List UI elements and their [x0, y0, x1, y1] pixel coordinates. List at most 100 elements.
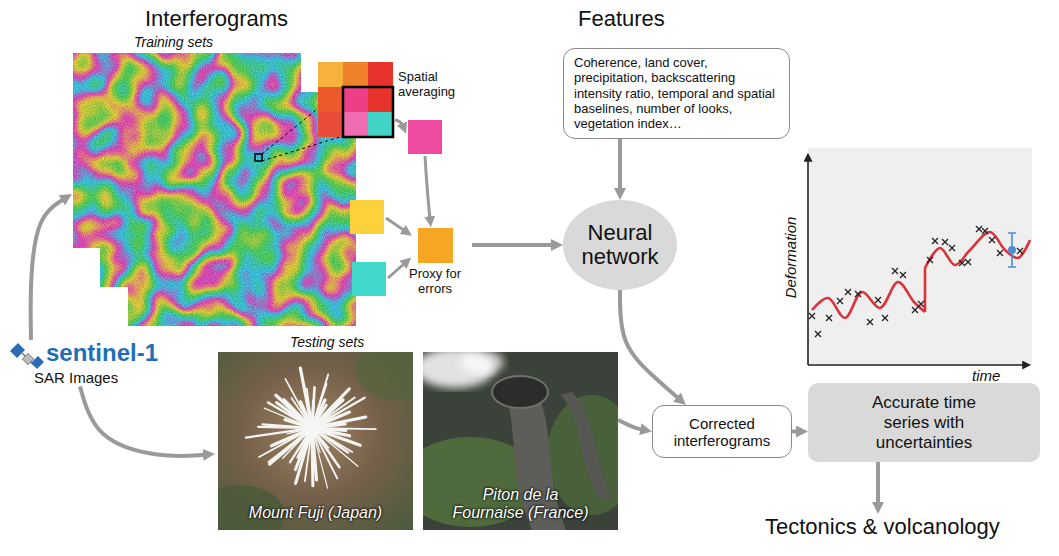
piton-photo	[423, 352, 618, 530]
node-text: Proxy for errors	[398, 267, 472, 297]
snow-ridge	[318, 417, 366, 427]
model-curve	[925, 232, 1030, 268]
feature-box: Coherence, land cover, precipitation, ba…	[563, 48, 790, 139]
flow-arrow	[386, 218, 405, 231]
zoom-line	[262, 136, 343, 161]
observation-mark	[855, 291, 861, 297]
interferogram-image	[73, 53, 301, 248]
pixel-cell	[343, 62, 368, 87]
snow-ridge	[315, 433, 338, 478]
flow-arrow	[876, 462, 880, 505]
averaged-pixel	[352, 262, 386, 296]
observation-mark	[837, 298, 843, 304]
satellite-caption: sentinel-1SAR Images	[8, 340, 158, 386]
solar-panel	[31, 356, 44, 369]
fuji-photo	[218, 352, 413, 530]
step-label: Spatial averaging	[398, 70, 480, 100]
satellite-photo: Mount Fuji (Japan)	[218, 352, 413, 530]
model-step	[924, 268, 927, 312]
observation-mark	[927, 257, 933, 263]
forest	[355, 352, 413, 400]
pixel-cell	[318, 112, 343, 137]
observation-mark	[882, 315, 888, 321]
column-heading: Interferograms	[145, 6, 288, 32]
proxy-square: Proxy for errors	[398, 228, 472, 297]
cloud	[460, 352, 504, 374]
axis-label: Deformation	[782, 208, 799, 308]
error-bar	[1008, 233, 1016, 267]
flow-arrow	[620, 290, 679, 399]
network-ellipse: Neural network	[563, 200, 677, 290]
observation-mark	[867, 319, 873, 325]
snow-ridge	[311, 434, 315, 486]
observation-mark	[982, 228, 988, 234]
observation-mark	[932, 238, 938, 244]
snow-ridge	[246, 429, 306, 438]
pixel-cell	[318, 62, 343, 87]
observation-mark	[900, 272, 906, 278]
node-text: Corrected interferograms	[659, 415, 785, 449]
observation-mark	[1017, 248, 1023, 254]
image-stack-group: Training sets	[72, 34, 356, 328]
satellite-icon	[10, 343, 44, 369]
pixel-cell	[343, 112, 368, 137]
observation-mark	[976, 226, 982, 232]
node-text: Mount Fuji (Japan)	[249, 504, 382, 530]
interferogram-stack	[73, 53, 356, 326]
snow-ridge	[300, 368, 311, 422]
node-text: Piton de la Fournaise (France)	[448, 486, 593, 530]
zoom-line	[262, 88, 343, 154]
satellite-photo: Piton de la Fournaise (France)	[423, 352, 618, 530]
outcome-text: Tectonics & volcanology	[765, 514, 1000, 540]
observation-mark	[875, 297, 881, 303]
observation-mark	[892, 268, 898, 274]
pixel-cell	[368, 62, 393, 87]
model-curve	[812, 282, 925, 318]
testing-group: Testing setsMount Fuji (Japan)Piton de l…	[215, 334, 621, 532]
snow-ridge	[268, 432, 307, 462]
flow-arrow	[388, 263, 405, 278]
node-text: Tectonics & volcanology	[765, 514, 1000, 540]
observation-mark	[965, 259, 971, 265]
node-text: Accurate time series with uncertainties	[854, 393, 994, 453]
snow-ridge	[314, 434, 328, 488]
snow-ridge	[318, 424, 345, 427]
flow-arrow	[425, 156, 430, 219]
lava-flow	[560, 392, 612, 500]
observation-mark	[815, 331, 821, 337]
prediction-point	[1008, 246, 1016, 254]
observation-mark	[826, 315, 832, 321]
chart-series	[809, 226, 1030, 337]
observation-mark	[942, 239, 948, 245]
node-text: Training sets	[72, 34, 356, 50]
snow-ridge	[307, 389, 311, 422]
snow-ridge	[312, 387, 314, 422]
observation-mark	[959, 260, 965, 266]
flow-arrow	[395, 120, 403, 126]
snow-cap	[246, 368, 376, 488]
axis-label: time	[972, 367, 1000, 384]
result-box: Accurate time series with uncertainties	[808, 383, 1040, 462]
flow-arrow	[80, 386, 206, 456]
node-subtext: SAR Images	[8, 369, 158, 386]
pixel-cell	[318, 87, 343, 112]
observation-mark	[949, 245, 955, 251]
observation-mark	[997, 250, 1003, 256]
pixel-window	[255, 154, 262, 161]
ellipse-shape	[563, 200, 677, 290]
column-heading: Features	[578, 6, 665, 32]
flow-arrow	[618, 139, 622, 191]
node-text: sentinel-1	[8, 340, 158, 366]
process-box: Corrected interferograms	[652, 405, 792, 458]
observation-mark	[989, 237, 995, 243]
flow-arrow	[618, 420, 643, 430]
axis-line	[808, 364, 1024, 366]
flow-arrow	[472, 243, 554, 247]
summit	[303, 419, 321, 437]
observation-mark	[912, 307, 918, 313]
axis-line	[807, 160, 809, 365]
pixel-cell	[368, 87, 393, 112]
pixel-grid	[318, 62, 393, 137]
pixel-cell	[368, 112, 393, 137]
